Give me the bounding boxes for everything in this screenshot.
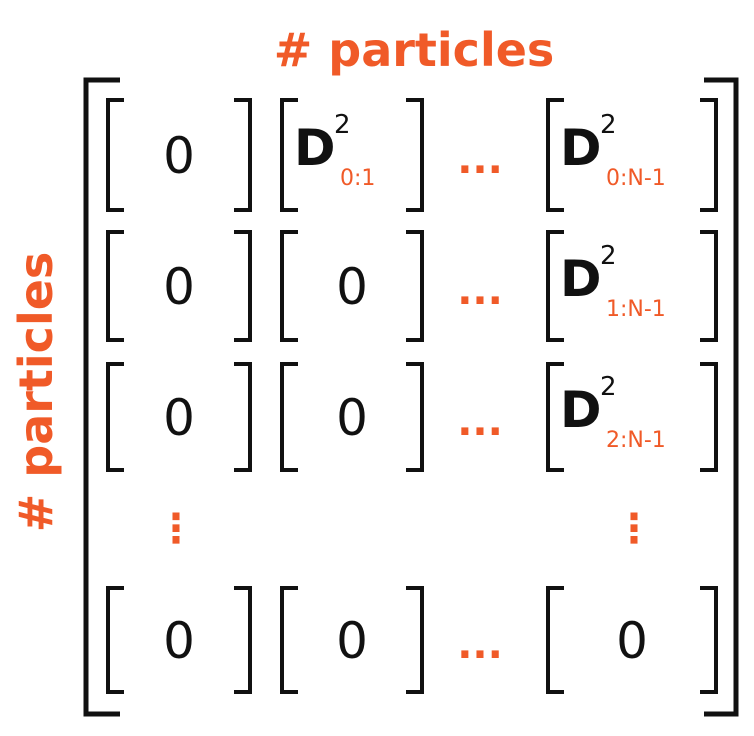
zero-entry: 0 [336, 389, 368, 447]
cell-right-bracket [700, 230, 718, 342]
zero-entry: 0 [163, 389, 195, 447]
distance-entry: D [560, 119, 602, 177]
distance-exponent: 2 [600, 372, 617, 402]
cell-right-bracket [234, 230, 252, 342]
horizontal-ellipsis: ... [457, 399, 503, 445]
distance-index: 2:N-1 [606, 428, 666, 453]
cell-right-bracket [234, 362, 252, 472]
horizontal-ellipsis: ... [457, 622, 503, 668]
vertical-ellipsis: ⋮ [614, 506, 654, 552]
cell-left-bracket [546, 98, 564, 212]
cell-right-bracket [406, 230, 424, 342]
distance-exponent: 2 [600, 241, 617, 271]
outer-right-bracket [704, 77, 739, 717]
distance-entry: D [560, 250, 602, 308]
outer-left-bracket [83, 77, 120, 717]
horizontal-ellipsis: ... [457, 137, 503, 183]
cell-left-bracket [280, 98, 298, 212]
vertical-ellipsis: ⋮ [156, 506, 196, 552]
cell-left-bracket [106, 98, 124, 212]
cell-left-bracket [106, 230, 124, 342]
cell-left-bracket [106, 362, 124, 472]
cell-left-bracket [546, 362, 564, 472]
cell-left-bracket [546, 586, 564, 694]
cell-left-bracket [106, 586, 124, 694]
cell-right-bracket [700, 98, 718, 212]
cell-left-bracket [280, 230, 298, 342]
distance-index: 0:N-1 [606, 166, 666, 191]
cell-right-bracket [700, 362, 718, 472]
cell-left-bracket [280, 586, 298, 694]
cell-left-bracket [280, 362, 298, 472]
cell-left-bracket [546, 230, 564, 342]
cell-right-bracket [234, 98, 252, 212]
zero-entry: 0 [616, 612, 648, 670]
distance-index: 1:N-1 [606, 297, 666, 322]
cell-right-bracket [234, 586, 252, 694]
zero-entry: 0 [163, 127, 195, 185]
distance-exponent: 2 [600, 110, 617, 140]
cell-right-bracket [406, 362, 424, 472]
distance-entry: D [294, 119, 336, 177]
distance-exponent: 2 [334, 110, 351, 140]
cell-right-bracket [700, 586, 718, 694]
cell-right-bracket [406, 586, 424, 694]
zero-entry: 0 [163, 612, 195, 670]
zero-entry: 0 [336, 258, 368, 316]
zero-entry: 0 [336, 612, 368, 670]
distance-entry: D [560, 381, 602, 439]
distance-index: 0:1 [340, 166, 375, 191]
zero-entry: 0 [163, 258, 195, 316]
cell-right-bracket [406, 98, 424, 212]
left-axis-label: # particles [9, 252, 63, 533]
horizontal-ellipsis: ... [457, 268, 503, 314]
top-axis-label: # particles [274, 23, 555, 77]
